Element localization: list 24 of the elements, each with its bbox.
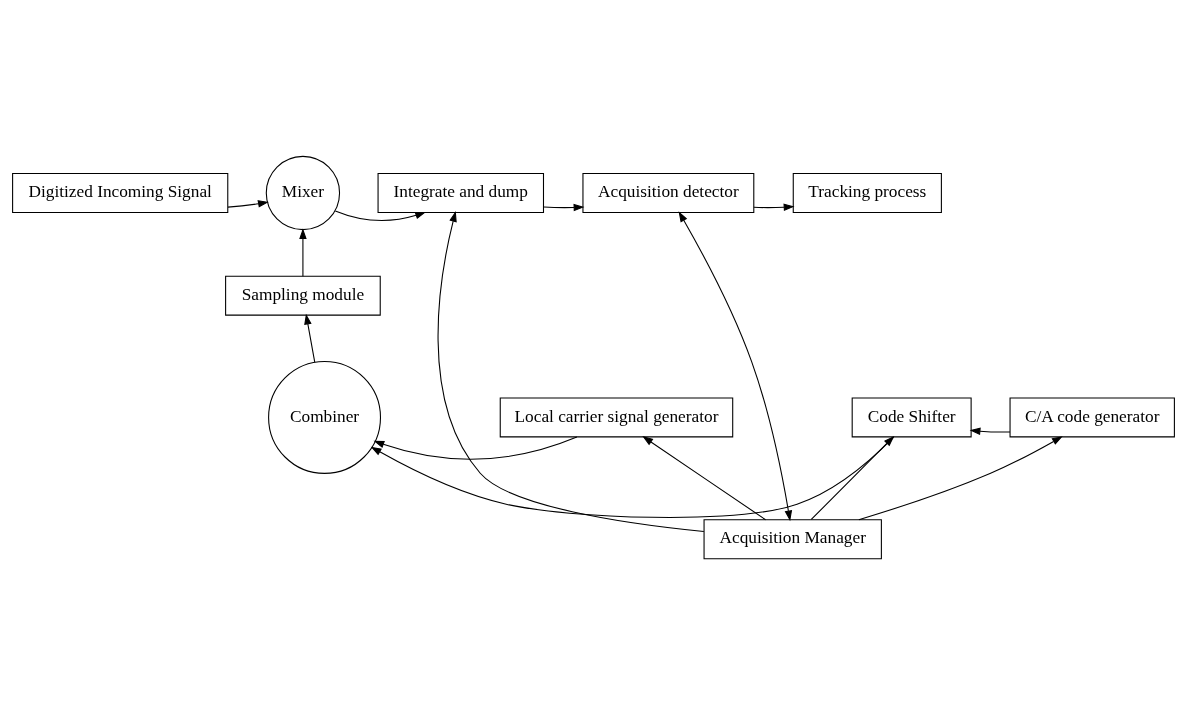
node-box: Local carrier signal generator [499,397,734,438]
node-box: Sampling module [225,275,381,316]
arrow [642,436,767,521]
node-box: Tracking process [792,173,942,213]
arrow [858,436,1063,521]
node-box: Digitized Incoming Signal [12,173,229,213]
arrow [678,211,793,522]
arrow [373,436,578,460]
arrow [810,435,895,520]
arrow [437,210,705,532]
node-box: Acquisition Manager [703,519,882,560]
arrow [543,203,585,212]
node-box: Acquisition detector [582,173,755,213]
node-circle: Mixer [265,155,341,231]
arrow [227,200,269,208]
arrow [304,313,316,363]
arrow [299,228,307,277]
arrow [753,203,795,212]
node-box: Code Shifter [851,397,972,438]
node-box: C/A code generator [1009,397,1175,438]
arrow [969,427,1011,435]
arrow [370,436,895,518]
node-box: Integrate and dump [377,173,545,213]
arrow [334,210,427,222]
